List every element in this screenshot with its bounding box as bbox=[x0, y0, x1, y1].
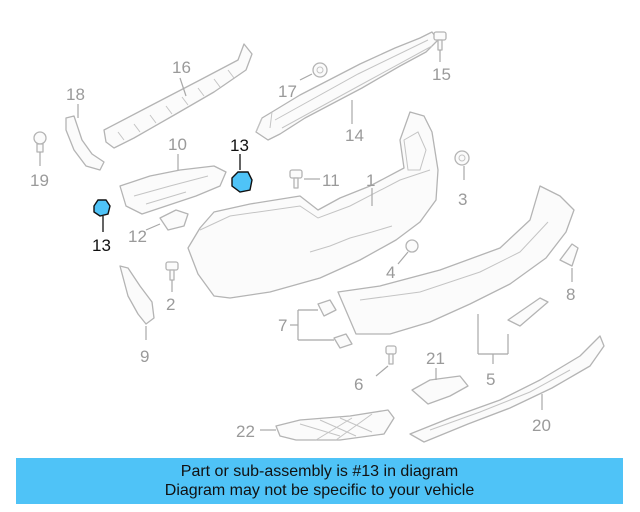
clip-part-7 bbox=[290, 299, 353, 349]
svg-text:14: 14 bbox=[345, 126, 364, 145]
callout-9: 9 bbox=[140, 347, 149, 366]
parts-diagram: 14 15 17 16 18 19 10 bbox=[30, 31, 605, 443]
bracket-part-18 bbox=[65, 104, 105, 171]
callout-12: 12 bbox=[128, 227, 147, 246]
clip-part-3 bbox=[454, 150, 470, 180]
bumper-cover-part-1 bbox=[187, 111, 439, 299]
bolt-part-2 bbox=[165, 261, 179, 292]
callout-18: 18 bbox=[66, 85, 85, 104]
nut-part-17 bbox=[299, 62, 328, 81]
bracket-part-9 bbox=[119, 265, 155, 340]
callout-19: 19 bbox=[30, 171, 49, 190]
reflector-part-22 bbox=[260, 409, 395, 441]
callout-20: 20 bbox=[532, 416, 551, 435]
highlighted-nut-part-13-lower bbox=[93, 199, 111, 232]
bracket-part-10 bbox=[119, 154, 227, 215]
callout-22: 22 bbox=[236, 422, 255, 441]
callout-5: 5 bbox=[486, 370, 495, 389]
callout-3: 3 bbox=[458, 190, 467, 209]
callout-13-upper: 13 bbox=[230, 136, 249, 155]
clip-part-12 bbox=[145, 209, 189, 231]
bracket-part-16 bbox=[103, 43, 253, 149]
callout-4: 4 bbox=[386, 263, 395, 282]
callout-15: 15 bbox=[432, 65, 451, 84]
bolt-part-15 bbox=[433, 31, 447, 62]
nut-part-4 bbox=[397, 239, 419, 265]
callout-7: 7 bbox=[278, 316, 287, 335]
reinforcement-bar-part-14 bbox=[255, 31, 439, 141]
callout-13-lower: 13 bbox=[92, 236, 111, 255]
callout-6: 6 bbox=[354, 375, 363, 394]
svg-text:16: 16 bbox=[172, 58, 191, 77]
banner-line-2: Diagram may not be specific to your vehi… bbox=[164, 482, 475, 499]
callout-10: 10 bbox=[168, 135, 187, 154]
callout-8: 8 bbox=[566, 285, 575, 304]
callout-1: 1 bbox=[366, 171, 375, 190]
bolt-part-11 bbox=[289, 169, 320, 189]
bracket-part-21 bbox=[411, 368, 469, 405]
callout-11: 11 bbox=[322, 171, 340, 190]
banner-line-1: Part or sub-assembly is #13 in diagram bbox=[180, 463, 459, 480]
callout-14: 14 bbox=[345, 100, 364, 145]
lower-cover-part-5 bbox=[337, 185, 575, 364]
diffuser-part-20 bbox=[409, 335, 605, 443]
callout-2: 2 bbox=[166, 295, 175, 314]
clip-part-19 bbox=[33, 131, 47, 166]
callout-17: 17 bbox=[278, 82, 297, 101]
callout-16: 16 bbox=[172, 58, 191, 97]
info-banner: Part or sub-assembly is #13 in diagram D… bbox=[16, 458, 623, 504]
trim-part-8 bbox=[507, 243, 579, 327]
callout-21: 21 bbox=[426, 349, 445, 368]
bolt-part-6 bbox=[375, 345, 397, 377]
highlighted-nut-part-13-upper bbox=[231, 154, 253, 193]
